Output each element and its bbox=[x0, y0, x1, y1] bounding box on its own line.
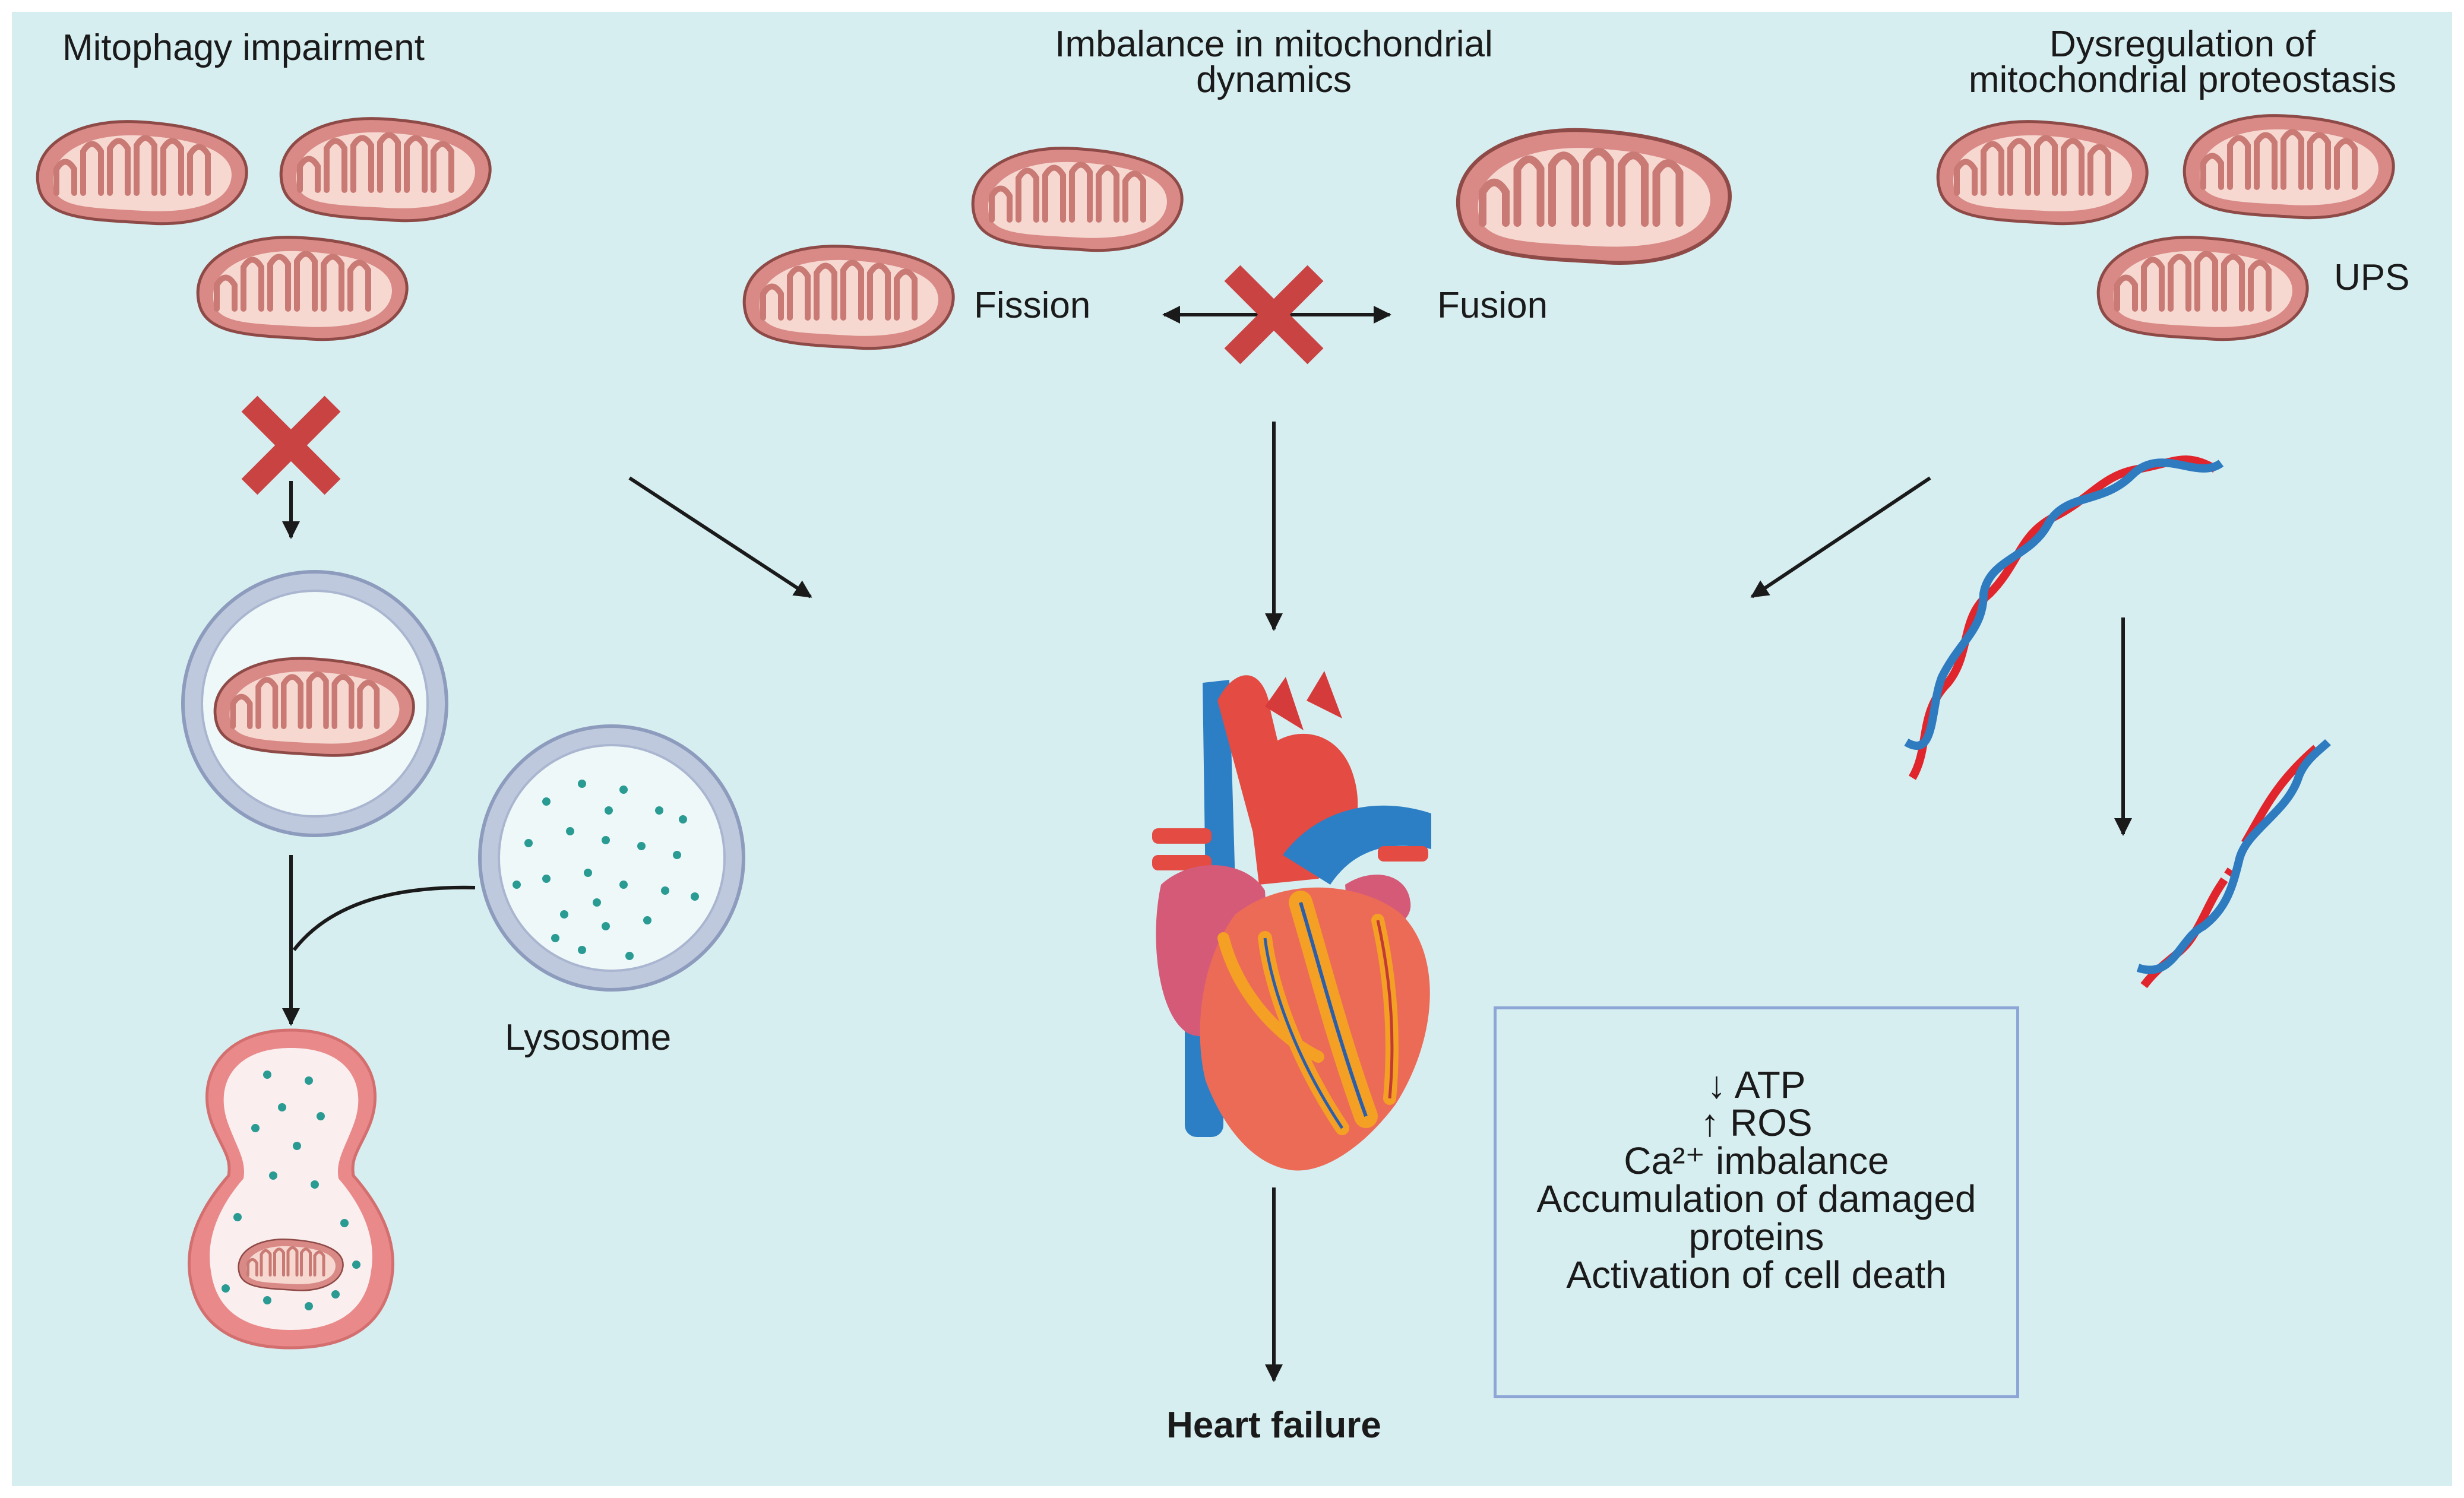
mitochondrion-4 bbox=[1938, 122, 2147, 224]
dynamics-title-line1: Imbalance in mitochondrial bbox=[1055, 24, 1493, 65]
lysosome bbox=[478, 724, 745, 992]
arrow-proteostasis-to-heart bbox=[1750, 476, 1931, 598]
mitochondrion-1 bbox=[37, 122, 246, 224]
consequence-damaged-proteins: Accumulation of damaged bbox=[1536, 1177, 1976, 1220]
proteostasis-title: Dysregulation of mitochondrial proteosta… bbox=[1924, 25, 2441, 100]
consequences-list: ↓ ATP ↑ ROS Ca²⁺ imbalance Accumulation … bbox=[1497, 1066, 2016, 1294]
mitochondrion-6 bbox=[2098, 237, 2307, 340]
proteostasis-title-line1: Dysregulation of bbox=[2049, 24, 2316, 65]
consequence-cell-death: Activation of cell death bbox=[1566, 1253, 1947, 1296]
autophagosome bbox=[181, 570, 448, 837]
mitochondrion-3 bbox=[198, 237, 407, 340]
consequence-ros: ↑ ROS bbox=[1700, 1101, 1813, 1144]
diagram-artwork bbox=[12, 12, 2452, 1382]
dna-helix-intact bbox=[1904, 455, 2224, 780]
autolysosome bbox=[188, 1028, 394, 1350]
ups-label: UPS bbox=[2334, 257, 2410, 298]
heart-illustration bbox=[1152, 671, 1431, 1171]
mitochondrion-fission-large bbox=[973, 148, 1182, 251]
fission-label: Fission bbox=[974, 285, 1091, 326]
fusion-label: Fusion bbox=[1437, 285, 1548, 326]
diagram-canvas: Mitophagy impairment Lysosome Imbalance … bbox=[12, 12, 2452, 1486]
arrow-mitophagy-to-heart bbox=[628, 476, 812, 598]
mitochondrion-fission-small bbox=[744, 246, 953, 349]
block-cross-mitophagy bbox=[249, 404, 333, 487]
dynamics-title: Imbalance in mitochondrial dynamics bbox=[977, 25, 1571, 100]
dynamics-title-line2: dynamics bbox=[1196, 59, 1352, 100]
consequences-box: ↓ ATP ↑ ROS Ca²⁺ imbalance Accumulation … bbox=[1494, 1006, 2019, 1398]
mitophagy-title: Mitophagy impairment bbox=[62, 27, 425, 68]
mitochondrion-2 bbox=[281, 119, 490, 221]
consequence-atp: ↓ ATP bbox=[1707, 1063, 1806, 1106]
mitochondrion-5 bbox=[2184, 116, 2393, 218]
consequence-calcium: Ca²⁺ imbalance bbox=[1624, 1139, 1889, 1182]
consequence-damaged-proteins-cont: proteins bbox=[1688, 1215, 1824, 1258]
lysosome-label: Lysosome bbox=[505, 1017, 672, 1058]
outcome-label: Heart failure bbox=[1166, 1405, 1381, 1446]
mitochondrion-fusion bbox=[1458, 130, 1730, 263]
lysosome-fusion-line bbox=[292, 885, 476, 951]
dna-helix-damaged bbox=[2136, 739, 2331, 989]
proteostasis-title-line2: mitochondrial proteostasis bbox=[1968, 59, 2397, 100]
